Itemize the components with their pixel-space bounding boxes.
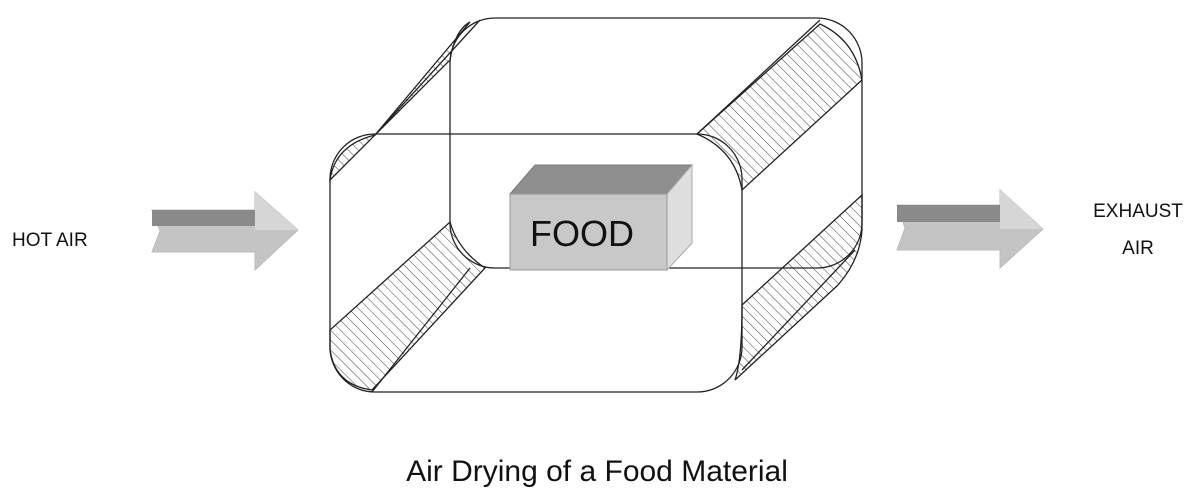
exhaust-air-outlet-arrow bbox=[896, 188, 1044, 270]
hot-air-inlet-arrow bbox=[151, 190, 299, 272]
food-block: FOOD bbox=[508, 163, 694, 272]
food-label: FOOD bbox=[530, 213, 634, 254]
chamber-top-right-face bbox=[695, 23, 863, 192]
chamber-top-left-face bbox=[329, 21, 471, 182]
exhaust-label-line1: EXHAUST bbox=[1093, 201, 1183, 222]
food-front-face bbox=[509, 193, 668, 271]
hot-air-label: HOT AIR bbox=[12, 230, 88, 251]
exhaust-label-line2: AIR bbox=[1122, 238, 1154, 259]
chamber-bottom-right-face bbox=[734, 193, 863, 381]
chamber-bottom-left-face bbox=[329, 220, 486, 391]
food-top-face bbox=[508, 164, 694, 195]
chamber-front-face bbox=[329, 133, 743, 393]
diagram-caption: Air Drying of a Food Material bbox=[406, 455, 788, 488]
drying-chamber bbox=[329, 17, 863, 393]
